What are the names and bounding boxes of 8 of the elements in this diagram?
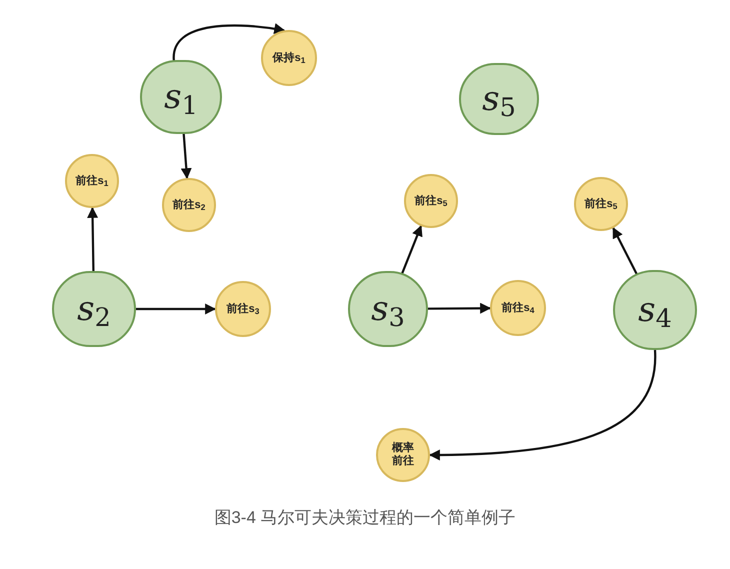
arrow (612, 227, 638, 274)
arrow (180, 134, 192, 180)
arrow (87, 206, 98, 272)
arrow (428, 302, 492, 314)
arrow (428, 350, 656, 460)
arrow (172, 23, 286, 61)
arrow (136, 304, 216, 314)
figure-caption: 图3-4 马尔可夫决策过程的一个简单例子 (213, 507, 517, 529)
